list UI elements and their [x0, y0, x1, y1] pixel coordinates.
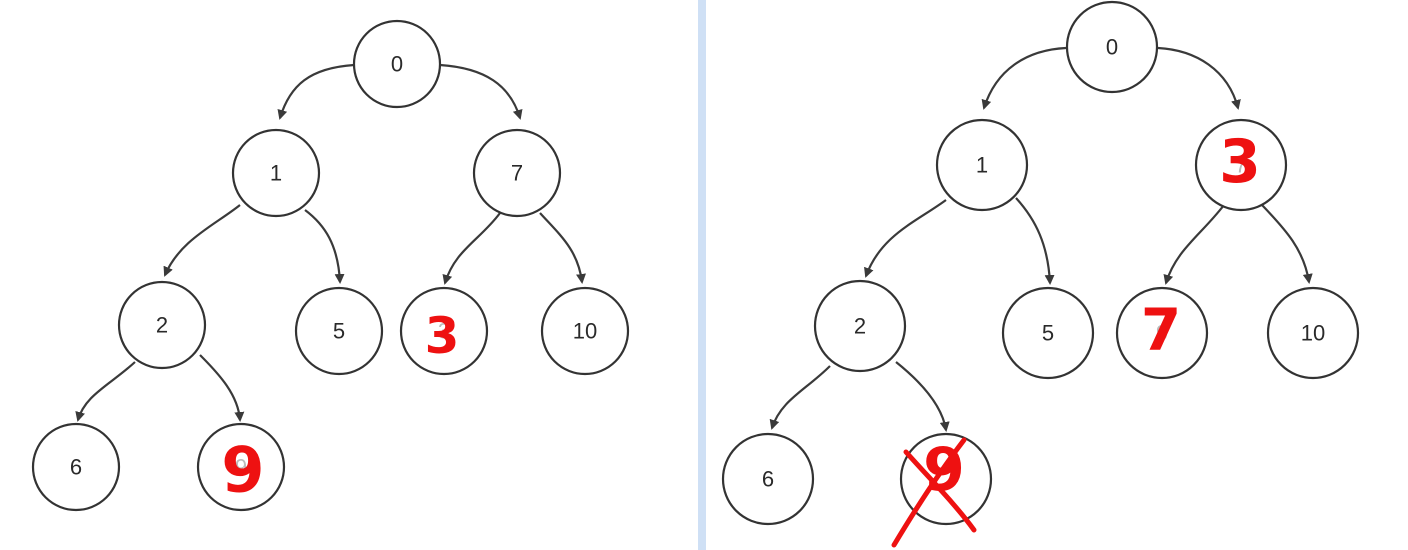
- edge-1-5: [304, 209, 345, 284]
- right-tree-panel: 0 1 7 3 2 5 9 7 10 6: [706, 0, 1408, 550]
- edge-1-2: [163, 204, 241, 277]
- node-6: 6: [31, 422, 121, 512]
- edge-7-3: [442, 212, 501, 285]
- node-deleted: 9: [891, 432, 993, 548]
- node-9-label: 9: [1156, 321, 1168, 346]
- panel-divider: [698, 0, 706, 550]
- left-tree-panel: 0 1 7 2 5 3 3 10 6: [0, 0, 698, 550]
- edge-7-10: [1261, 204, 1313, 284]
- annotation-9: 9: [221, 434, 264, 507]
- node-2-label: 2: [854, 314, 866, 339]
- edge-2-deleted: [895, 361, 950, 432]
- node-3-label: 3: [438, 319, 450, 344]
- annotation-3: 3: [1219, 127, 1261, 197]
- node-6: 6: [721, 432, 815, 526]
- edge-2-9: [199, 354, 245, 422]
- node-0: 0: [1065, 0, 1159, 94]
- node-7-label: 7: [1235, 153, 1247, 178]
- node-2-label: 2: [156, 313, 168, 338]
- node-5-label: 5: [333, 319, 345, 344]
- node-5: 5: [294, 286, 384, 376]
- right-tree-svg: 0 1 7 3 2 5 9 7 10 6: [721, 0, 1360, 548]
- edge-1-2: [864, 199, 947, 278]
- edge-2-6: [769, 365, 831, 430]
- node-9: 9 9: [196, 422, 286, 512]
- node-0: 0: [352, 19, 442, 109]
- edge-0-1: [981, 46, 1067, 110]
- node-7: 7: [472, 128, 562, 218]
- annotation-3: 3: [425, 307, 460, 365]
- node-9-label: 9: [235, 455, 247, 480]
- node-3: 3 3: [399, 286, 489, 376]
- node-1-label: 1: [270, 161, 282, 186]
- node-1: 1: [935, 118, 1029, 212]
- strike-icon: [903, 449, 977, 533]
- edge-7-10: [539, 212, 586, 284]
- node-2: 2: [813, 279, 907, 373]
- node-1: 1: [231, 128, 321, 218]
- node-0-label: 0: [1106, 35, 1118, 60]
- node-0-label: 0: [391, 52, 403, 77]
- node-7: 7 3: [1194, 118, 1288, 212]
- edge-0-7: [1157, 46, 1241, 110]
- node-10: 10: [1266, 286, 1360, 380]
- strike-icon: [891, 437, 967, 548]
- edge-1-5: [1015, 197, 1055, 285]
- node-10-label: 10: [1301, 321, 1325, 346]
- node-10: 10: [540, 286, 630, 376]
- edge-0-1: [277, 63, 355, 120]
- node-5-label: 5: [1042, 321, 1054, 346]
- left-tree-svg: 0 1 7 2 5 3 3 10 6: [31, 19, 630, 512]
- node-2: 2: [117, 280, 207, 370]
- node-10-label: 10: [573, 319, 597, 344]
- edge-2-6: [75, 361, 136, 422]
- node-9: 9 7: [1115, 286, 1209, 380]
- edge-7-9: [1163, 204, 1225, 285]
- edge-0-7: [439, 63, 523, 120]
- node-6-label: 6: [70, 455, 82, 480]
- node-1-label: 1: [976, 153, 988, 178]
- node-7-label: 7: [511, 161, 523, 186]
- node-6-label: 6: [762, 467, 774, 492]
- node-5: 5: [1001, 286, 1095, 380]
- annotation-7: 7: [1141, 296, 1181, 364]
